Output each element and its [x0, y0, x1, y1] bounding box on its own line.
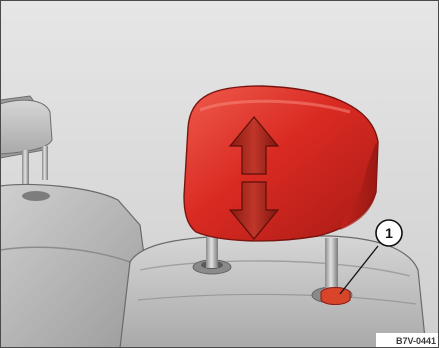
- headrest: [184, 86, 378, 241]
- release-button[interactable]: [321, 288, 350, 305]
- callout-number: 1: [385, 225, 393, 241]
- main-seat-backrest: [120, 236, 426, 348]
- headrest-rod-right: [325, 238, 338, 294]
- figure-code: B7V-0441: [396, 336, 436, 346]
